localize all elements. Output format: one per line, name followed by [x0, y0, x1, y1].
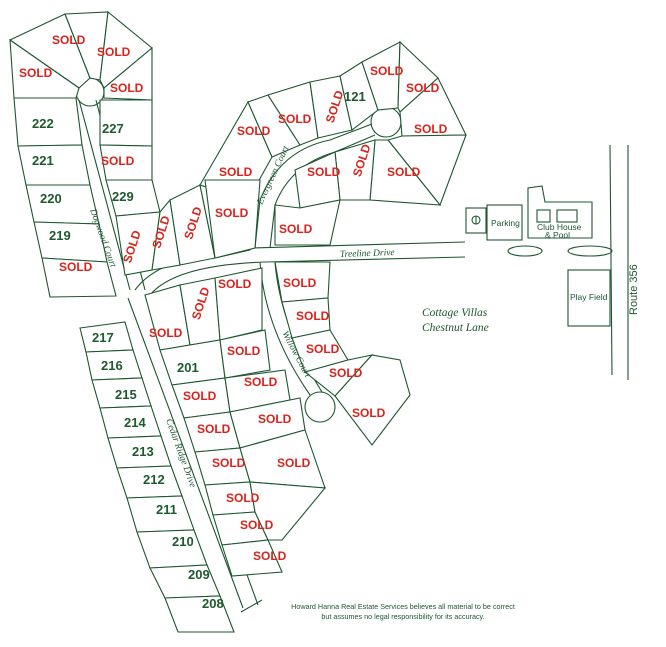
area-label: Cottage Villas Chestnut Lane: [422, 307, 489, 334]
sold-label: SOLD: [59, 260, 93, 274]
sold-label: SOLD: [52, 33, 86, 47]
sold-label: SOLD: [414, 122, 448, 136]
sold-label: SOLD: [370, 64, 404, 78]
route-356-label: Route 356: [628, 264, 640, 315]
amenity-labels: Parking Club House & Pool Play Field Rou…: [491, 218, 640, 315]
sold-label: SOLD: [110, 81, 144, 95]
sold-label: SOLD: [197, 422, 231, 436]
sold-label: SOLD: [283, 276, 317, 290]
dogwood-north-lots: [8, 10, 161, 298]
sold-label: SOLD: [101, 154, 135, 168]
club-house-label: Club House: [537, 222, 582, 232]
treeline-road-edge: [149, 256, 466, 296]
sold-label: SOLD: [278, 112, 312, 126]
lot-sold-d4[interactable]: [103, 46, 153, 101]
sold-label: SOLD: [215, 206, 249, 220]
sold-label: SOLD: [279, 222, 313, 236]
pool-box-2: [556, 209, 578, 223]
lot-number: 217: [92, 330, 114, 345]
lot-208[interactable]: [164, 595, 235, 633]
cedar-ridge-road: [127, 297, 244, 609]
parking-area[interactable]: [486, 204, 523, 241]
parking-label: Parking: [491, 218, 520, 228]
sold-label: SOLD: [258, 412, 292, 426]
street-label-treeline: Treeline Drive: [340, 248, 395, 260]
lot-number: 208: [202, 596, 224, 611]
lot-sold-c14[interactable]: [249, 481, 327, 541]
sold-label: SOLD: [183, 389, 217, 403]
sold-label: SOLD: [253, 549, 287, 563]
drive-oval-1: [507, 245, 543, 257]
drive-oval-2: [567, 245, 613, 257]
route-356-road: [609, 144, 613, 376]
lot-number: 216: [101, 358, 123, 373]
sold-label: SOLD: [227, 344, 261, 358]
sold-label: SOLD: [307, 165, 341, 179]
lot-number: 212: [143, 472, 165, 487]
pool-label: & Pool: [545, 230, 570, 240]
sold-label: SOLD: [218, 277, 252, 291]
sold-label: SOLD: [97, 45, 131, 59]
evergreen-lots: [199, 40, 467, 259]
lot-number: 222: [32, 116, 54, 131]
lot-number: 229: [112, 189, 134, 204]
lot-sold-w5[interactable]: [334, 354, 411, 446]
lot-sold-d6[interactable]: [41, 257, 117, 298]
lot-221[interactable]: [17, 144, 91, 186]
sold-label: SOLD: [387, 165, 421, 179]
sold-label: SOLD: [237, 124, 271, 138]
lot-number: 211: [156, 502, 177, 517]
lot-sold-c13[interactable]: [221, 539, 283, 577]
lot-number: 121: [344, 89, 366, 104]
sold-label: SOLD: [306, 342, 340, 356]
pool-box-1: [536, 209, 551, 223]
sold-label: SOLD: [329, 366, 363, 380]
evergreen-road: [254, 123, 373, 249]
cedar-east-lots: [144, 267, 327, 577]
disclaimer-line-1: Howard Hanna Real Estate Services believ…: [291, 602, 515, 611]
sold-label: SOLD: [240, 518, 274, 532]
sold-label: SOLD: [406, 81, 440, 95]
cedar-ridge-end: [240, 599, 263, 613]
lot-sold-e13[interactable]: [204, 179, 261, 259]
lot-number: 227: [102, 121, 124, 136]
sold-label: SOLD: [296, 309, 330, 323]
lot-sold-c4[interactable]: [219, 329, 271, 379]
cottage-villas-label: Cottage Villas: [422, 307, 488, 319]
disclaimer-line-2: but assumes no legal responsibility for …: [321, 612, 484, 621]
lot-sold-c3[interactable]: [214, 267, 263, 341]
sold-label: SOLD: [149, 326, 183, 340]
lot-number: 220: [40, 191, 62, 206]
play-field-label: Play Field: [570, 292, 608, 302]
lot-number: 213: [132, 444, 154, 459]
lot-number: 219: [49, 228, 71, 243]
play-field-area[interactable]: [567, 269, 611, 327]
dogwood-court-road: [78, 99, 131, 291]
sold-label: SOLD: [244, 375, 278, 389]
willow-lots: [274, 261, 411, 446]
chestnut-lane-label: Chestnut Lane: [422, 322, 489, 334]
sold-label: SOLD: [277, 456, 311, 470]
lot-number: 221: [32, 153, 54, 168]
lot-number: 209: [188, 567, 210, 582]
cedar-west-lots: [79, 321, 235, 633]
lot-sold-e11[interactable]: [294, 151, 341, 209]
sold-label: SOLD: [212, 456, 246, 470]
lot-sold-e12[interactable]: [274, 199, 341, 246]
lot-number: 201: [177, 360, 199, 375]
lot-numbers: 222 221 220 219 227 229 121 217 216 215 …: [32, 89, 366, 611]
lot-number: 210: [172, 534, 194, 549]
sold-label: SOLD: [352, 406, 386, 420]
lot-220[interactable]: [25, 184, 100, 225]
sold-label: SOLD: [19, 66, 53, 80]
disclaimer: Howard Hanna Real Estate Services believ…: [291, 602, 515, 621]
willow-cul-de-sac: [304, 391, 336, 423]
sold-label: SOLD: [219, 165, 253, 179]
sold-label: SOLD: [226, 491, 260, 505]
lot-number: 214: [124, 415, 146, 430]
lot-number: 215: [115, 387, 137, 402]
amenities: [465, 185, 611, 327]
